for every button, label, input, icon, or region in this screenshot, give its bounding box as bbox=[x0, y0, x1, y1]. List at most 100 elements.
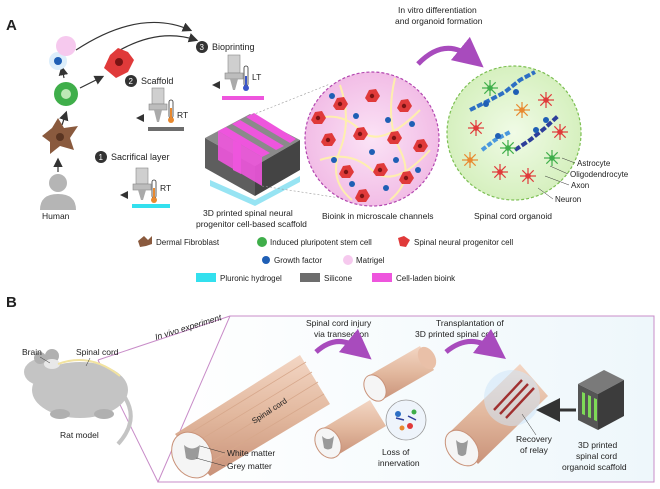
growth-factor bbox=[385, 117, 391, 123]
differentiation-arrow bbox=[416, 36, 484, 68]
human-label: Human bbox=[42, 211, 70, 221]
panel-a-label: A bbox=[6, 17, 17, 34]
spnpc-cell bbox=[333, 97, 348, 110]
rt1-label: RT bbox=[160, 183, 171, 193]
growth-factor bbox=[513, 89, 519, 95]
step3-badge bbox=[196, 41, 208, 53]
organoid-scaffold-cube bbox=[578, 370, 624, 430]
neuron-label: Neuron bbox=[555, 195, 581, 204]
legend-bioink-swatch bbox=[372, 273, 392, 282]
neuron-cell bbox=[538, 92, 554, 108]
legend: Dermal Fibroblast Induced pluripotent st… bbox=[138, 236, 513, 283]
legend-fibroblast: Dermal Fibroblast bbox=[156, 238, 220, 247]
organoid-cells bbox=[462, 80, 568, 184]
scaffold-b-line2: spinal cord bbox=[576, 451, 617, 461]
neuron-cell bbox=[520, 168, 536, 184]
legend-bioink: Cell-laden bioink bbox=[396, 274, 456, 283]
growth-factor bbox=[331, 157, 337, 163]
spinal-cord-label: Spinal cord bbox=[76, 347, 119, 357]
growth-factor bbox=[495, 133, 501, 139]
grey-matter-label: Grey matter bbox=[227, 461, 272, 471]
repaired-cord bbox=[444, 364, 548, 467]
legend-pluronic-swatch bbox=[196, 273, 216, 282]
scaffold-b-line1: 3D printed bbox=[578, 440, 617, 450]
growth-factor bbox=[353, 113, 359, 119]
recovery-line2: of relay bbox=[520, 445, 549, 455]
spnpc-cell bbox=[387, 131, 402, 144]
oligodendrocyte-cell bbox=[462, 152, 478, 168]
legend-spnpc: Spinal neural progenitor cell bbox=[414, 238, 513, 247]
rt2-label: RT bbox=[177, 110, 188, 120]
injury-line2: via transection bbox=[314, 329, 369, 339]
scaffold-caption-1: 3D printed spinal neural bbox=[203, 208, 293, 218]
transected-cord-lower bbox=[314, 400, 386, 459]
white-matter-label: White matter bbox=[227, 448, 275, 458]
printed-scaffold-block bbox=[205, 113, 300, 206]
recovery-line1: Recovery bbox=[516, 434, 553, 444]
bioink-cells bbox=[311, 89, 428, 202]
legend-growth-factor: Growth factor bbox=[274, 256, 322, 265]
oligodendrocyte-cell bbox=[514, 102, 530, 118]
panel-b-label: B bbox=[6, 294, 17, 311]
spnpc-cell bbox=[355, 189, 370, 202]
bioink-caption: Bioink in microscale channels bbox=[322, 211, 434, 221]
growth-factor bbox=[415, 167, 421, 173]
legend-silicone: Silicone bbox=[324, 274, 353, 283]
growth-factor bbox=[383, 185, 389, 191]
sacrificial-nozzle-icon bbox=[120, 167, 170, 208]
growth-factor bbox=[409, 121, 415, 127]
differentiation-line1: In vitro differentiation bbox=[398, 5, 477, 15]
innervation-loss-zoom bbox=[385, 399, 427, 441]
spinal-cord-tube bbox=[171, 355, 330, 479]
growth-factor bbox=[483, 101, 489, 107]
brain-label: Brain bbox=[22, 347, 42, 357]
human-icon bbox=[40, 174, 76, 210]
step2-label: Scaffold bbox=[141, 76, 173, 86]
fibroblast-cell-icon bbox=[42, 118, 78, 154]
spnpc-cell-icon bbox=[104, 48, 134, 78]
differentiation-line2: and organoid formation bbox=[395, 16, 483, 26]
spnpc-cell bbox=[365, 89, 380, 102]
scaffold-nozzle-icon bbox=[136, 87, 184, 131]
loss-line2: innervation bbox=[378, 458, 420, 468]
legend-spnpc-icon bbox=[398, 236, 410, 247]
injury-line1: Spinal cord injury bbox=[306, 318, 372, 328]
step1-badge bbox=[95, 151, 107, 163]
transplant-arrow bbox=[444, 329, 507, 359]
rat-model-label: Rat model bbox=[60, 430, 99, 440]
spnpc-cell bbox=[311, 111, 326, 124]
in-vivo-label: In vivo experiment bbox=[154, 312, 223, 342]
astrocyte-cell bbox=[482, 80, 498, 96]
growth-factor bbox=[543, 117, 549, 123]
growth-factor bbox=[329, 93, 335, 99]
rat-icon bbox=[24, 349, 133, 446]
step1-number: 1 bbox=[99, 153, 104, 162]
growth-factor bbox=[533, 127, 539, 133]
ipsc-cell-icon bbox=[54, 82, 78, 106]
legend-fibroblast-icon bbox=[138, 236, 152, 247]
legend-silicone-swatch bbox=[300, 273, 320, 282]
matrigel-icon bbox=[56, 36, 76, 56]
organoid-caption: Spinal cord organoid bbox=[474, 211, 552, 221]
transplant-line1: Transplantation of bbox=[436, 318, 504, 328]
neuron-cell bbox=[468, 120, 484, 136]
step1-label: Sacrifical layer bbox=[111, 152, 170, 162]
astrocyte-cell bbox=[544, 150, 560, 166]
transplant-line2: 3D printed spinal cord bbox=[415, 329, 498, 339]
legend-growth-factor-icon bbox=[262, 256, 270, 264]
legend-pluronic: Pluronic hydrogel bbox=[220, 274, 282, 283]
step2-badge bbox=[125, 75, 137, 87]
spnpc-cell bbox=[373, 163, 388, 176]
astrocyte-label: Astrocyte bbox=[577, 159, 611, 168]
spnpc-cell bbox=[413, 139, 428, 152]
legend-ipsc: Induced pluripotent stem cell bbox=[270, 238, 372, 247]
spnpc-cell bbox=[399, 171, 414, 184]
loss-line1: Loss of bbox=[382, 447, 410, 457]
growth-factor bbox=[369, 149, 375, 155]
spnpc-cell bbox=[321, 133, 336, 146]
axon-label: Axon bbox=[571, 181, 589, 190]
spnpc-cell bbox=[353, 127, 368, 140]
lt-label: LT bbox=[252, 72, 261, 82]
spnpc-cell bbox=[339, 165, 354, 178]
